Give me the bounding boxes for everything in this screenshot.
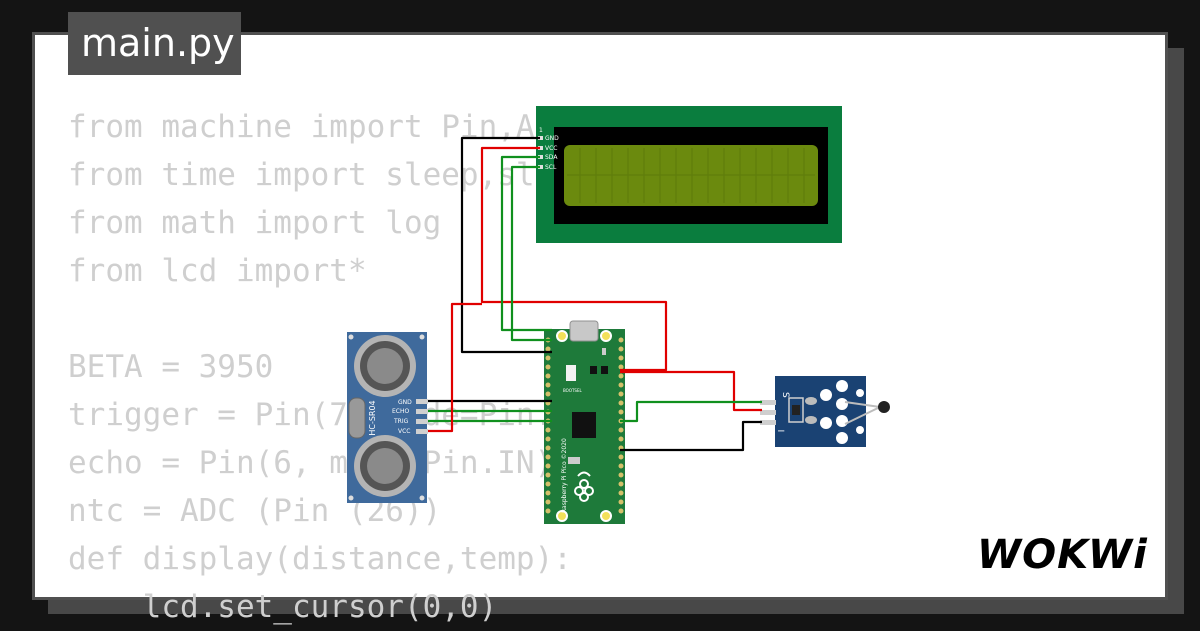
code-line: lcd.set_cursor(0,0) [68,589,498,625]
wire-lcd-gnd[interactable] [460,136,552,354]
wire-ntc-vcc[interactable] [620,370,762,412]
pico-board-label: Raspberry Pi Pico ©2020 [561,438,568,513]
code-line: def display(distance,temp): [68,541,572,577]
ntc-signal-label: S [780,392,790,398]
lcd-pin-gnd-label: GND [545,135,559,142]
thermistor-icon [878,401,890,413]
ultrasonic-transducer-bottom [354,435,416,497]
wire-lcd-scl[interactable] [510,165,552,342]
wire-ntc-gnd[interactable] [620,420,762,452]
wokwi-logo: WOKWi [977,532,1148,578]
wires [428,136,762,452]
lcd-pin-scl-label: SCL [545,164,557,171]
raspberry-logo-icon [574,471,594,502]
lcd-display[interactable]: 1 GND VCC SDA SCL [536,106,842,243]
lcd-pin-vcc-label: VCC [545,145,557,152]
lcd-pin-sda-label: SDA [545,154,558,161]
ntc-temperature-sensor[interactable]: S − [760,376,890,447]
ultrasonic-model-label: HC-SR04 [368,400,377,435]
wire-lcd-sda[interactable] [500,155,552,332]
wire-lcd-vcc[interactable] [480,146,668,372]
lcd-pin-one-label: 1 [539,127,543,134]
wire-ntc-signal[interactable] [620,400,762,423]
file-tab-main-py[interactable]: main.py [68,12,241,75]
ultrasonic-sensor[interactable]: HC-SR04 GND ECHO TRIG VCC [347,332,428,503]
ntc-minus-label: − [777,426,785,437]
ultrasonic-pin-echo-label: ECHO [392,408,409,415]
code-line: BETA = 3950 [68,349,274,385]
bootsel-label: BOOTSEL [563,388,582,393]
code-line: from math import log [68,205,442,241]
raspberry-pi-pico[interactable]: BOOTSEL Raspberry Pi Pico ©2020 [544,320,625,524]
wire-ultrasonic-vcc[interactable] [428,302,482,433]
wokwi-logo-text: WOKWi [977,532,1148,578]
ultrasonic-transducer-top [354,335,416,397]
rp2040-chip [572,412,596,438]
ultrasonic-pin-trig-label: TRIG [393,418,409,425]
code-line: from lcd import* [68,253,367,289]
ultrasonic-pin-vcc-label: VCC [398,428,410,435]
bootsel-button[interactable] [566,365,576,381]
ultrasonic-pin-gnd-label: GND [398,399,412,406]
